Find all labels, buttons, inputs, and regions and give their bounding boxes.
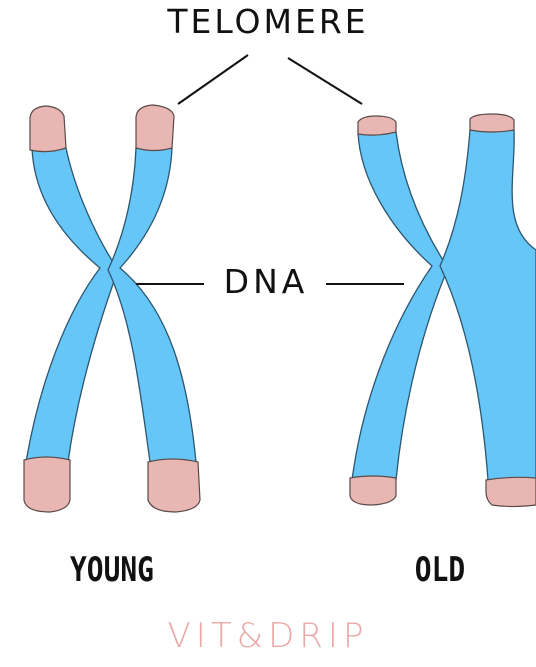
young-telomere-top-left <box>30 106 66 152</box>
old-label: OLD <box>391 550 489 590</box>
old-telomere-bottom-right <box>486 477 536 506</box>
young-telomere-bottom-right <box>148 459 200 512</box>
brand-logo: VIT&DRIP <box>0 616 536 656</box>
old-telomere-top-right <box>470 114 514 132</box>
old-chromosome <box>350 114 536 507</box>
young-label: YOUNG <box>55 550 170 590</box>
young-telomere-top-right <box>136 105 174 151</box>
telomere-pointer-right <box>288 58 362 104</box>
old-telomere-top-left <box>358 116 396 135</box>
dna-label: DNA <box>208 262 324 301</box>
telomere-label: TELOMERE <box>0 2 536 41</box>
old-chromatid-right <box>440 130 536 480</box>
young-chromatid-left <box>26 148 118 462</box>
old-chromatid-left <box>352 132 448 480</box>
telomere-pointer-left <box>178 55 248 104</box>
young-telomere-bottom-left <box>24 457 70 512</box>
young-chromatid-right <box>108 148 196 462</box>
old-telomere-bottom-left <box>350 476 396 505</box>
young-chromosome <box>24 105 200 512</box>
